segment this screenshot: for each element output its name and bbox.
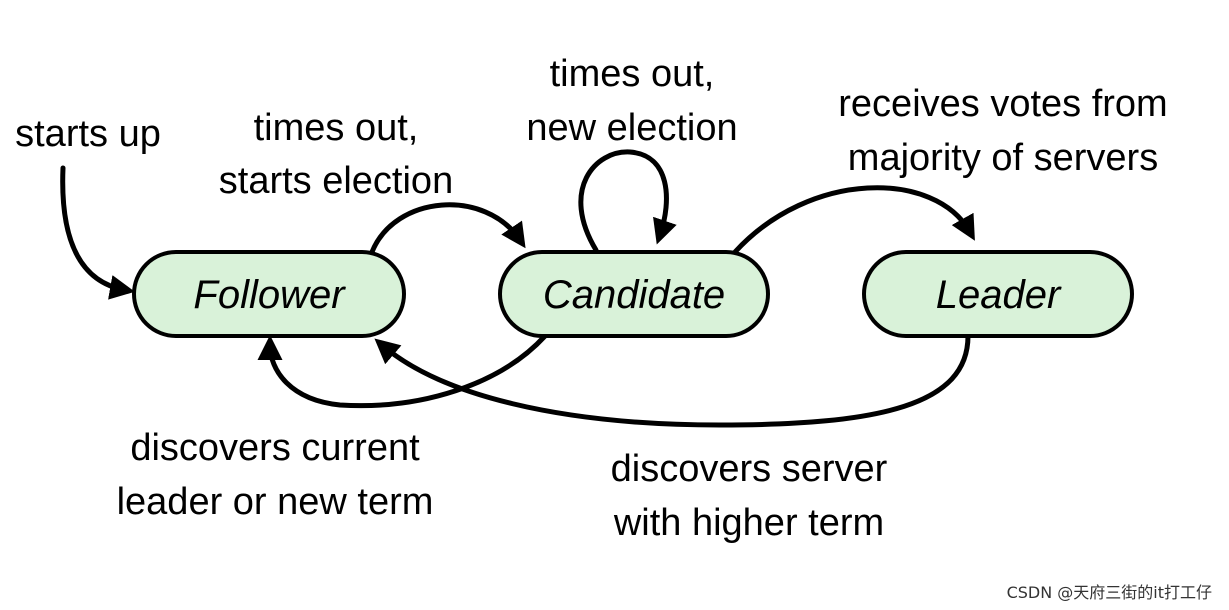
label-candidate-self-line1: times out, bbox=[550, 53, 715, 95]
label-candidate-to-follower-line1: discovers current bbox=[130, 427, 420, 469]
candidate-to-follower-arrow bbox=[257, 333, 548, 409]
node-follower-shape bbox=[132, 250, 406, 338]
node-candidate-shape bbox=[498, 250, 770, 338]
label-leader-to-follower-line2: with higher term bbox=[613, 502, 884, 544]
node-follower: Follower bbox=[132, 250, 406, 338]
label-follower-to-candidate-line2: starts election bbox=[219, 160, 453, 202]
label-candidate-self-line2: new election bbox=[526, 107, 737, 149]
label-candidate-to-follower-line2: leader or new term bbox=[117, 481, 434, 523]
label-follower-to-candidate-line1: times out, bbox=[254, 107, 419, 149]
label-candidate-to-leader-line2: majority of servers bbox=[848, 137, 1158, 179]
node-follower-label: Follower bbox=[193, 273, 346, 317]
follower-to-candidate-arrow bbox=[369, 202, 526, 255]
starts-up-arrow bbox=[60, 165, 135, 300]
watermark-text: CSDN @天府三街的it打工仔 bbox=[1007, 583, 1212, 602]
node-candidate-label: Candidate bbox=[543, 273, 725, 317]
node-leader: Leader bbox=[862, 250, 1134, 338]
candidate-to-leader-arrow bbox=[732, 185, 975, 255]
node-leader-shape bbox=[862, 250, 1134, 338]
label-starts-up: starts up bbox=[15, 113, 161, 155]
node-leader-label: Leader bbox=[936, 273, 1062, 317]
label-candidate-to-leader-line1: receives votes from bbox=[838, 83, 1167, 125]
candidate-self-loop-arrow bbox=[578, 149, 677, 253]
node-candidate: Candidate bbox=[498, 250, 770, 338]
leader-to-follower-arrow bbox=[374, 333, 971, 428]
label-leader-to-follower-line1: discovers server bbox=[611, 448, 888, 490]
